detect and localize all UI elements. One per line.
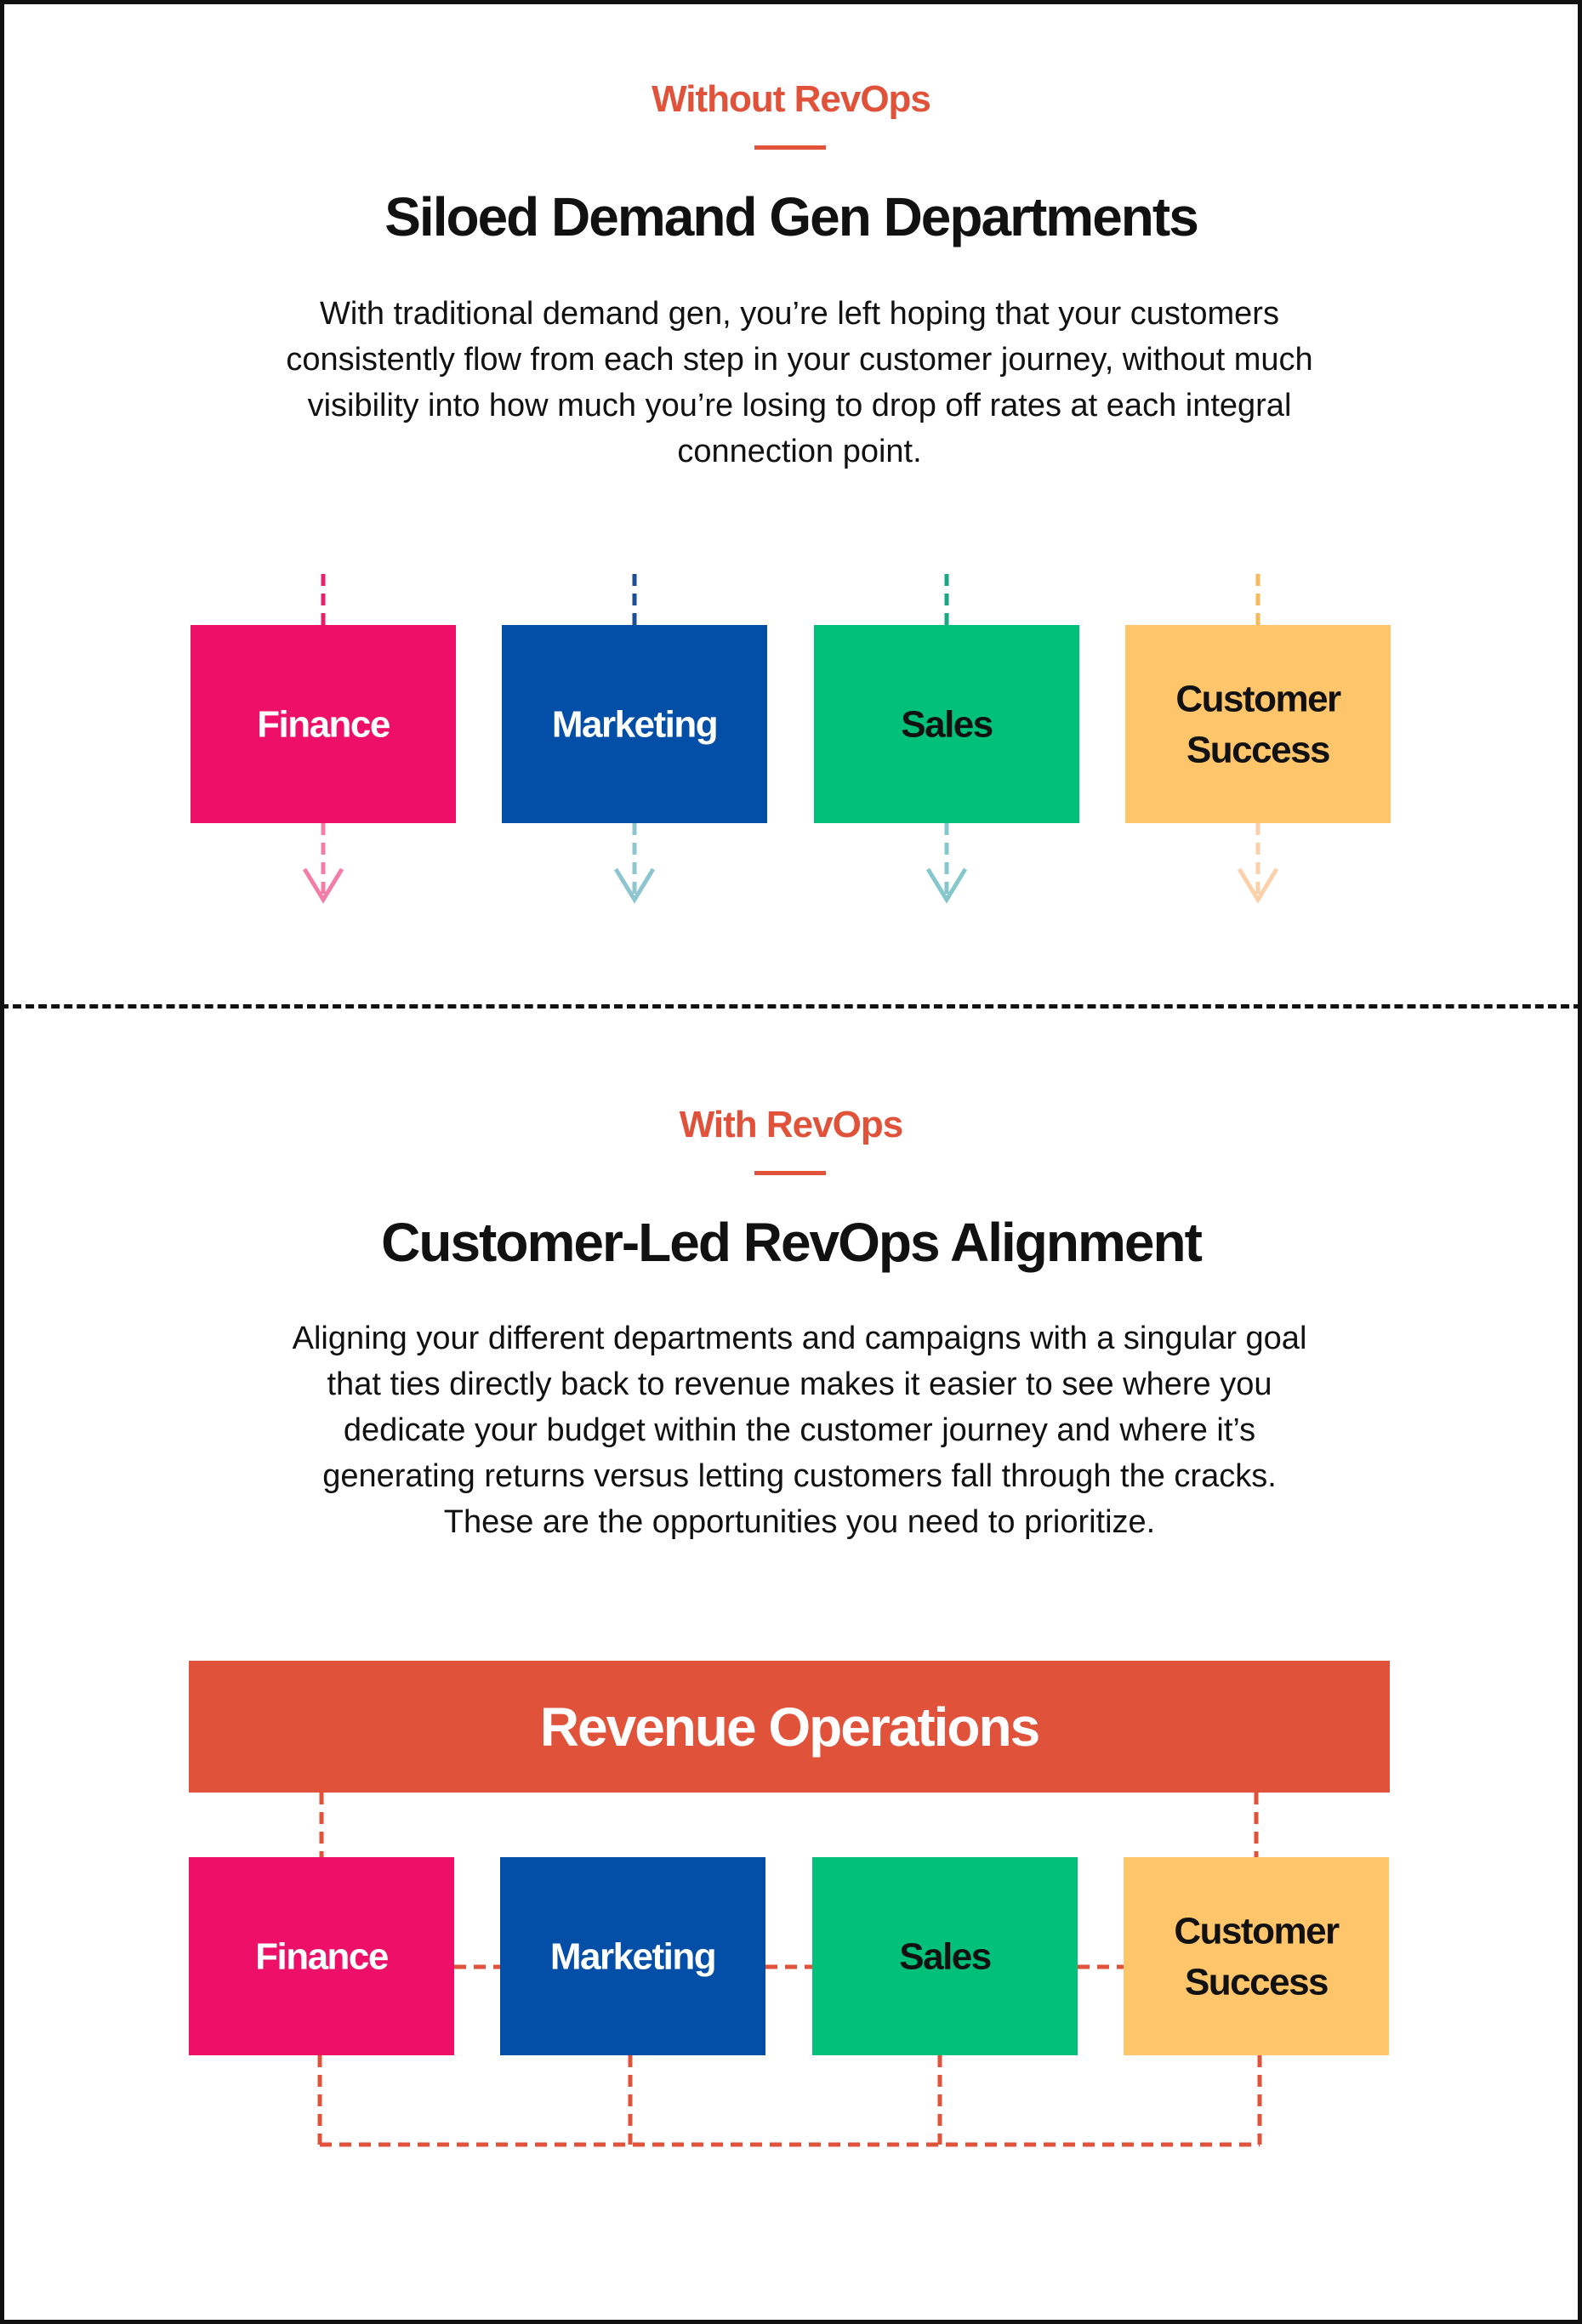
with-revops-eyebrow: With RevOps	[679, 1104, 903, 1145]
customer-success-label-aligned: Success	[1185, 1962, 1328, 2003]
finance-dropoff-arrow-icon	[302, 867, 344, 904]
siloed-heading: Siloed Demand Gen Departments	[384, 186, 1199, 247]
aligned-diagram: Revenue Operations Finance Marketing Sales…	[189, 1661, 1390, 2147]
without-revops-eyebrow: Without RevOps	[652, 78, 931, 120]
revops-connectors	[317, 1793, 1262, 2147]
customer-success-dropoff-arrow-icon	[1237, 867, 1279, 904]
siloed-description: With traditional demand gen, you’re left…	[286, 296, 1313, 469]
marketing-box-aligned	[500, 1857, 765, 2055]
customer-success-label-siloed: Success	[1186, 730, 1329, 771]
marketing-box-siloed	[502, 625, 767, 823]
marketing-dropoff-arrow-icon	[613, 867, 656, 904]
finance-box-siloed	[191, 625, 456, 823]
aligned-heading: Customer-Led RevOps Alignment	[381, 1212, 1203, 1273]
sales-label-aligned: Sales	[899, 1936, 991, 1978]
customer-success-label-siloed: Customer	[1175, 679, 1341, 720]
finance-box-aligned	[189, 1857, 454, 2055]
sales-dropoff-arrow-icon	[925, 867, 968, 904]
with-revops-rule	[754, 1171, 826, 1175]
finance-label-aligned: Finance	[255, 1936, 388, 1978]
marketing-label-siloed: Marketing	[552, 704, 717, 746]
sales-label-siloed: Sales	[901, 704, 993, 746]
revenue-operations-label: Revenue Operations	[540, 1696, 1039, 1758]
aligned-description: Aligning your different departments and …	[292, 1321, 1307, 1540]
customer-success-box-aligned	[1124, 1857, 1389, 2055]
customer-success-box-siloed	[1125, 625, 1391, 823]
section-divider	[0, 1004, 1582, 1009]
customer-success-label-aligned: Customer	[1174, 1911, 1340, 1952]
revenue-operations-bar	[189, 1661, 1390, 1793]
sales-box-aligned	[812, 1857, 1078, 2055]
finance-label-siloed: Finance	[257, 704, 390, 746]
marketing-label-aligned: Marketing	[550, 1936, 715, 1978]
without-revops-rule	[754, 145, 826, 150]
sales-box-siloed	[814, 625, 1079, 823]
